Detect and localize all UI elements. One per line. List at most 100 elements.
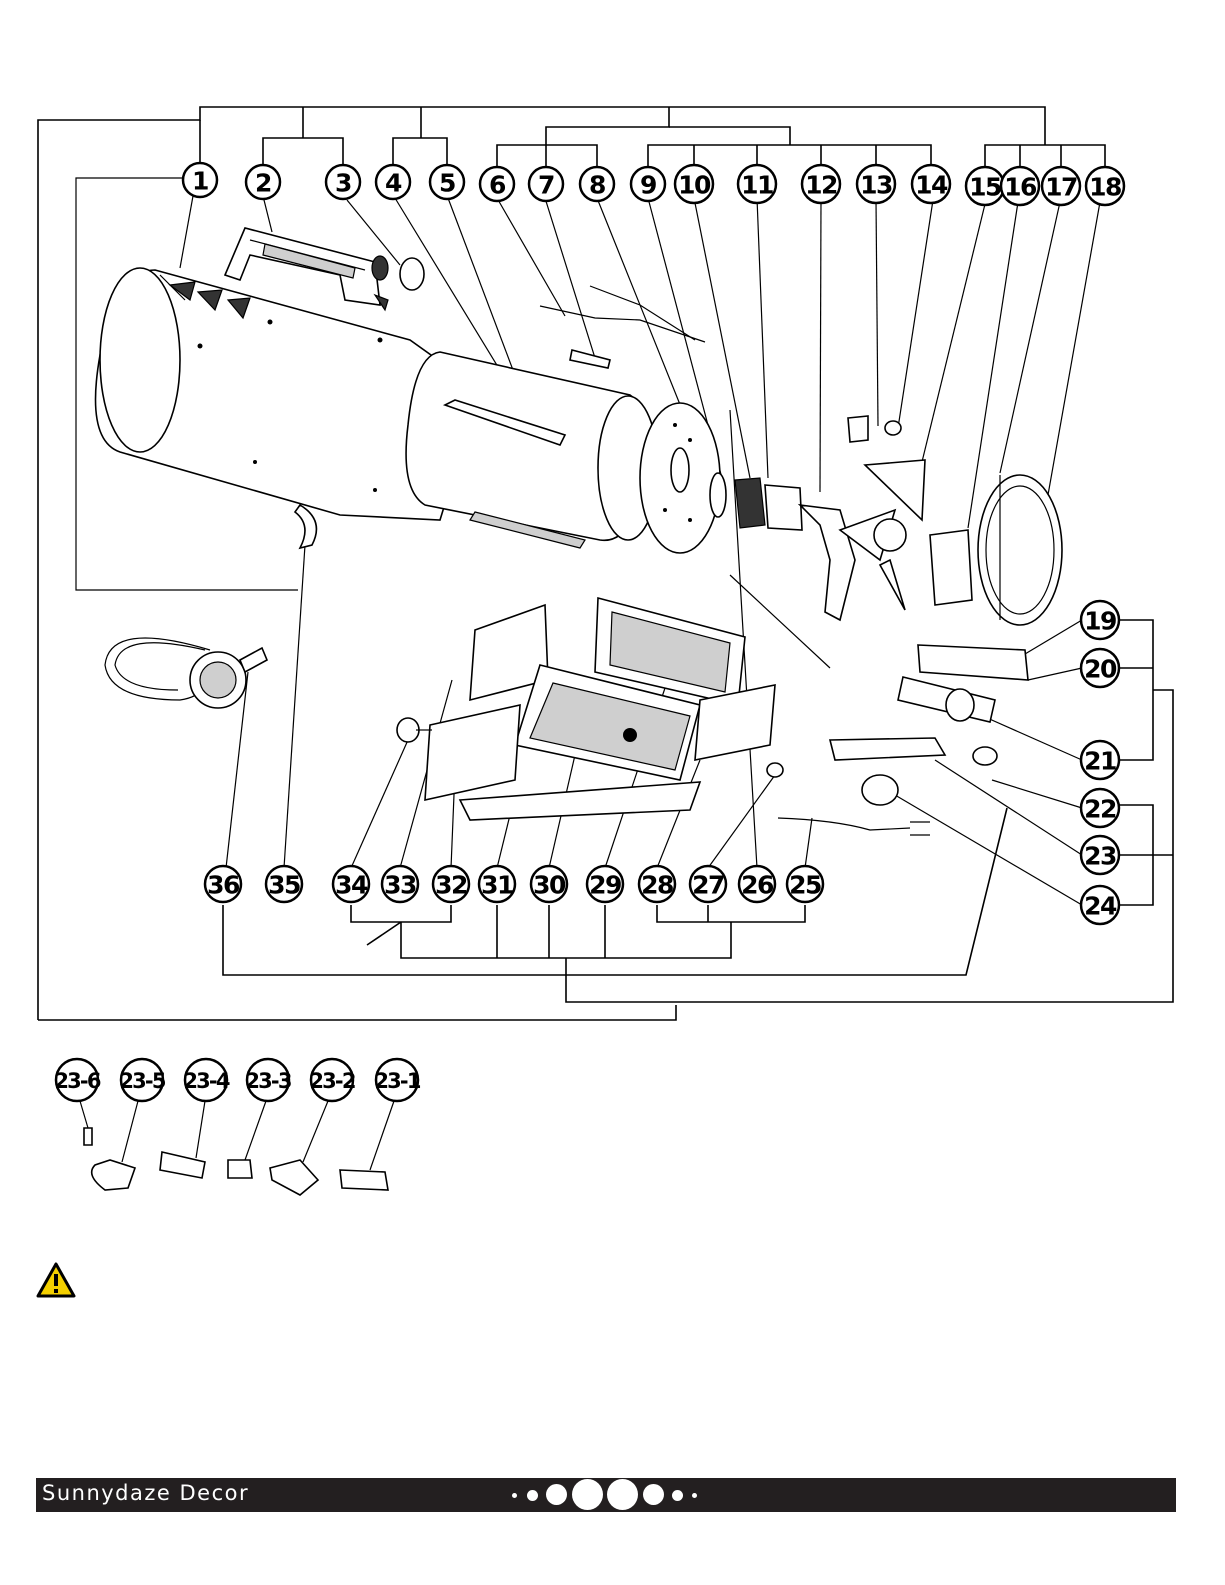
- svg-text:33: 33: [384, 871, 416, 900]
- svg-text:24: 24: [1084, 892, 1117, 921]
- callout-17: 17: [1042, 167, 1080, 205]
- support-strap: [295, 505, 316, 548]
- callout-23-3: 23-3: [245, 1059, 291, 1101]
- brand-name: Sunnydaze Decor: [42, 1481, 249, 1505]
- svg-text:23: 23: [1084, 842, 1116, 871]
- svg-text:23-2: 23-2: [309, 1069, 355, 1093]
- footer-dot-3: [546, 1484, 567, 1505]
- callout-30: 30: [531, 866, 567, 902]
- igniter-electrode: [540, 286, 705, 368]
- svg-text:3: 3: [335, 169, 351, 198]
- callout-5: 5: [430, 165, 464, 199]
- footer-bar: Sunnydaze Decor: [36, 1478, 1176, 1512]
- svg-text:11: 11: [741, 171, 773, 200]
- footer-dot-7: [672, 1490, 683, 1501]
- svg-text:27: 27: [692, 871, 724, 900]
- svg-text:2: 2: [255, 169, 271, 198]
- svg-text:19: 19: [1084, 607, 1116, 636]
- callout-23-4: 23-4: [183, 1059, 230, 1101]
- fan-motor-assembly: [840, 460, 1062, 625]
- svg-text:16: 16: [1004, 173, 1037, 202]
- callout-25: 25: [787, 866, 823, 902]
- svg-text:23-1: 23-1: [374, 1069, 421, 1093]
- footer-dot-4: [572, 1479, 603, 1510]
- callout-15: 15: [966, 167, 1004, 205]
- svg-text:9: 9: [640, 171, 656, 200]
- svg-text:30: 30: [533, 871, 566, 900]
- callout-24: 24: [1081, 886, 1119, 924]
- callout-29: 29: [587, 866, 623, 902]
- svg-text:23-6: 23-6: [54, 1069, 101, 1093]
- callout-7: 7: [529, 167, 563, 201]
- callout-32: 32: [433, 866, 469, 902]
- callout-33: 33: [382, 866, 418, 902]
- footer-dot-5: [607, 1479, 638, 1510]
- hose-regulator-assembly: [105, 638, 267, 708]
- footer-dot-2: [527, 1490, 538, 1501]
- callout-10: 10: [675, 165, 713, 203]
- svg-text:28: 28: [641, 871, 673, 900]
- callout-21: 21: [1081, 741, 1119, 779]
- callout-35: 35: [266, 866, 302, 902]
- callout-3: 3: [326, 165, 360, 199]
- callout-23-2: 23-2: [309, 1059, 355, 1101]
- svg-text:18: 18: [1089, 173, 1121, 202]
- svg-text:10: 10: [678, 171, 711, 200]
- callout-1: 1: [183, 163, 217, 197]
- callout-23-6: 23-6: [54, 1059, 101, 1101]
- footer-dot-6: [643, 1484, 664, 1505]
- callout-23-1: 23-1: [374, 1059, 421, 1101]
- callout-20: 20: [1081, 649, 1119, 687]
- callout-31: 31: [479, 866, 515, 902]
- callout-14: 14: [912, 165, 950, 203]
- footer-dot-8: [692, 1493, 697, 1498]
- end-plug: [372, 256, 424, 290]
- callout-23: 23: [1081, 836, 1119, 874]
- svg-text:29: 29: [589, 871, 621, 900]
- svg-text:12: 12: [805, 171, 837, 200]
- callout-34: 34: [333, 866, 369, 902]
- svg-text:6: 6: [489, 171, 506, 200]
- svg-text:23-5: 23-5: [119, 1069, 166, 1093]
- callout-6: 6: [480, 167, 514, 201]
- control-box-panels: [425, 598, 775, 820]
- svg-text:7: 7: [538, 171, 554, 200]
- svg-text:23-4: 23-4: [183, 1069, 230, 1093]
- svg-text:21: 21: [1084, 747, 1116, 776]
- callout-36: 36: [205, 866, 241, 902]
- callout-4: 4: [376, 165, 410, 199]
- svg-text:20: 20: [1084, 655, 1117, 684]
- motor-mount-clip: [848, 416, 901, 442]
- footer-dot-1: [512, 1493, 517, 1498]
- cord-bushing: [767, 763, 783, 777]
- fitting-parts: [84, 1128, 388, 1195]
- svg-text:23-3: 23-3: [245, 1069, 291, 1093]
- callout-19: 19: [1081, 601, 1119, 639]
- callout-18: 18: [1086, 167, 1124, 205]
- svg-text:8: 8: [589, 171, 605, 200]
- callout-28: 28: [639, 866, 675, 902]
- callout-22: 22: [1081, 789, 1119, 827]
- control-knob: [397, 718, 432, 742]
- valve-control-assembly: [830, 645, 1028, 805]
- svg-text:34: 34: [335, 871, 368, 900]
- callout-8: 8: [580, 167, 614, 201]
- callout-23-5: 23-5: [119, 1059, 166, 1101]
- svg-text:35: 35: [268, 871, 300, 900]
- svg-text:17: 17: [1045, 173, 1077, 202]
- callout-12: 12: [802, 165, 840, 203]
- burner-tube-assembly: [710, 473, 855, 620]
- callout-27: 27: [690, 866, 726, 902]
- callout-26: 26: [739, 866, 775, 902]
- svg-text:26: 26: [741, 871, 774, 900]
- svg-text:32: 32: [435, 871, 467, 900]
- callout-11: 11: [738, 165, 776, 203]
- svg-text:36: 36: [207, 871, 240, 900]
- callout-9: 9: [631, 167, 665, 201]
- svg-text:22: 22: [1084, 795, 1116, 824]
- svg-text:31: 31: [481, 871, 513, 900]
- svg-text:14: 14: [915, 171, 948, 200]
- callout-13: 13: [857, 165, 895, 203]
- svg-text:4: 4: [385, 169, 402, 198]
